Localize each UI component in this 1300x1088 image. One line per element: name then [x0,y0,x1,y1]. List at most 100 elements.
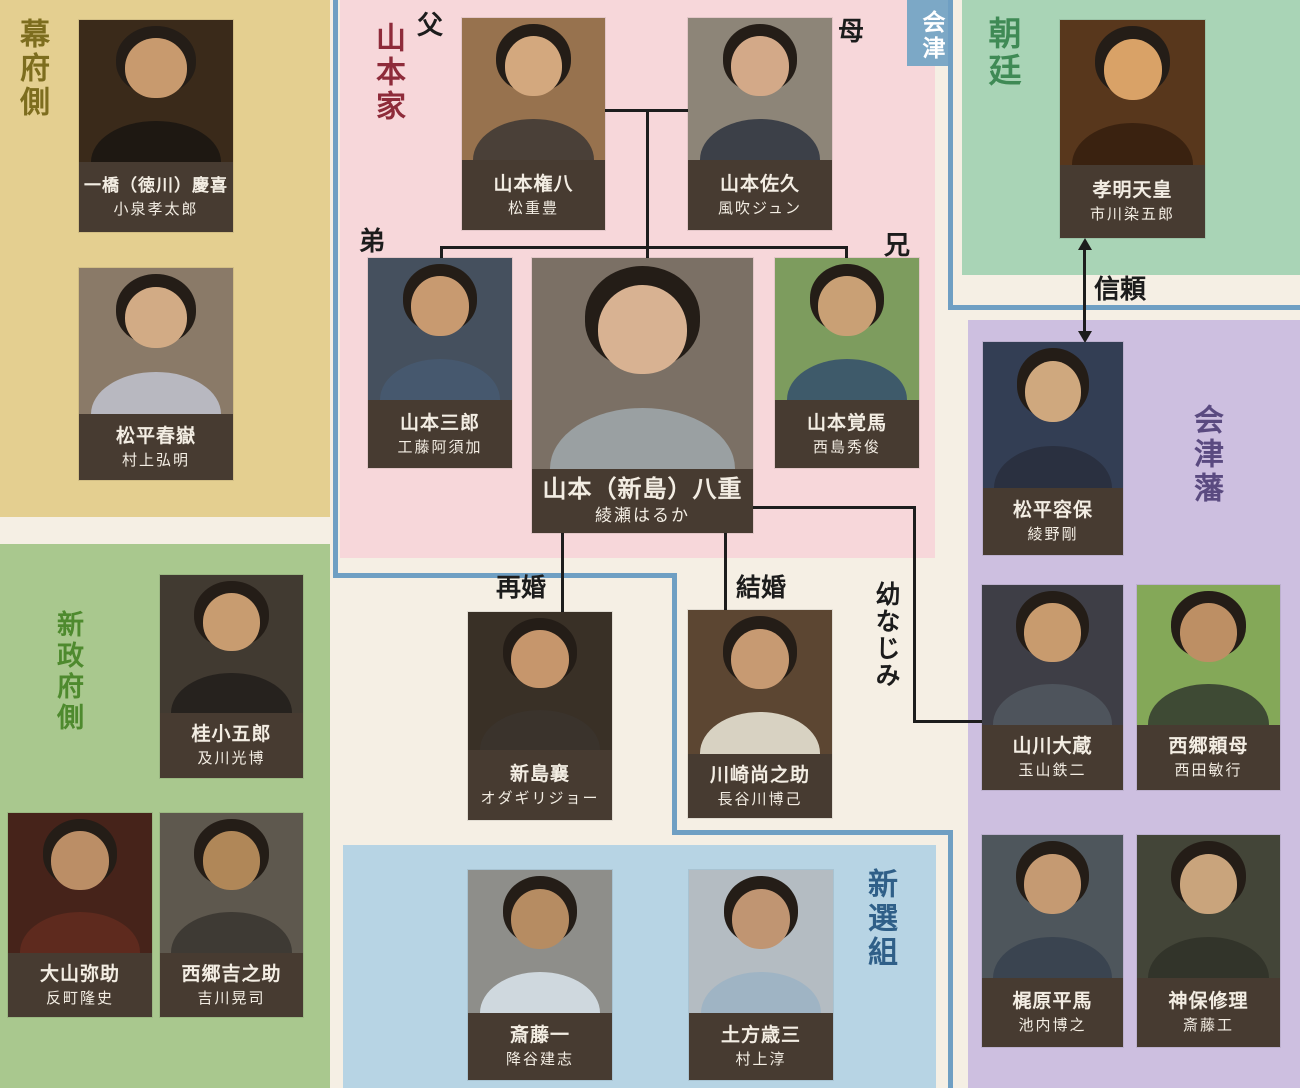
actor-name: 及川光博 [197,749,266,768]
character-card-kajiwara: 梶原平馬 池内博之 [982,835,1123,1047]
portrait-photo [775,258,919,400]
marriage-connector-line [724,533,727,611]
portrait-photo [689,870,833,1013]
name-plate: 山本権八 松重豊 [462,160,605,230]
group-block-shinsengumi: 新選組 [343,845,936,1088]
name-plate: 新島襄 オダギリジョー [468,750,612,820]
character-card-yae: 山本（新島）八重 綾瀬はるか [532,258,753,533]
name-plate: 山本覚馬 西島秀俊 [775,400,919,468]
character-name: 梶原平馬 [1012,990,1093,1013]
character-name: 大山弥助 [39,962,120,985]
trust-arrowhead-down-icon [1078,331,1092,343]
character-card-saito: 斎藤一 降谷建志 [468,870,612,1080]
name-plate: 松平容保 綾野剛 [983,488,1123,555]
character-name: 山本三郎 [399,411,480,434]
actor-name: 長谷川博己 [717,789,803,808]
name-plate: 山本三郎 工藤阿須加 [368,400,512,468]
portrait-photo [462,18,605,160]
character-card-jinbo: 神保修理 斎藤工 [1137,835,1280,1047]
name-plate: 神保修理 斎藤工 [1137,978,1280,1047]
portrait-photo [8,813,152,953]
character-name: 山本覚馬 [806,411,887,434]
actor-name: 西島秀俊 [812,437,881,456]
name-plate: 山本（新島）八重 綾瀬はるか [532,469,753,533]
childhood-friend-connector-line [913,720,983,723]
character-name: 松平春嶽 [115,424,196,447]
aizu-boundary-line [948,305,1300,310]
name-plate: 西郷吉之助 吉川晃司 [160,953,303,1017]
relation-label-father: 父 [417,11,444,41]
actor-name: 綾野剛 [1027,525,1079,544]
actor-name: 吉川晃司 [197,988,266,1007]
character-name: 新島襄 [509,762,570,785]
portrait-photo [1137,585,1280,725]
aizu-boundary-line [333,573,677,578]
name-plate: 山本佐久 風吹ジュン [688,160,832,230]
character-card-katamori: 松平容保 綾野剛 [983,342,1123,555]
name-plate: 山川大蔵 玉山鉄二 [982,725,1123,790]
character-card-niijima: 新島襄 オダギリジョー [468,612,612,820]
saburo-connector-line [440,246,443,260]
character-card-saburo: 山本三郎 工藤阿須加 [368,258,512,468]
name-plate: 松平春嶽 村上弘明 [79,414,233,480]
character-name: 松平容保 [1012,499,1093,522]
actor-name: 松重豊 [507,198,559,217]
aizu-boundary-line [948,830,953,1088]
portrait-photo [368,258,512,400]
childhood-friend-connector-line [913,506,916,723]
character-card-yamakawa: 山川大蔵 玉山鉄二 [982,585,1123,790]
character-name: 神保修理 [1168,990,1249,1013]
character-card-saigo: 西郷吉之助 吉川晃司 [160,813,303,1017]
character-name: 桂小五郎 [191,723,272,746]
group-label-imperial-court: 朝廷 [983,16,1022,90]
character-card-kakuma: 山本覚馬 西島秀俊 [775,258,919,468]
name-plate: 斎藤一 降谷建志 [468,1013,612,1080]
aizu-region-tag: 会津 [907,0,948,66]
portrait-photo [79,20,233,162]
actor-name: 池内博之 [1018,1016,1087,1035]
relation-label-trust: 信頼 [1094,275,1147,305]
aizu-boundary-line [948,0,953,310]
character-card-tanomo: 西郷頼母 西田敏行 [1137,585,1280,790]
portrait-photo [983,342,1123,488]
portrait-photo [982,585,1123,725]
trust-arrowhead-up-icon [1078,238,1092,250]
character-name: 孝明天皇 [1092,179,1173,202]
siblings-connector-line [440,246,848,249]
character-card-saku: 山本佐久 風吹ジュン [688,18,832,230]
kakuma-connector-line [845,246,848,260]
actor-name: オダギリジョー [480,788,600,807]
character-name: 山本佐久 [719,172,800,195]
childhood-friend-connector-line [753,506,916,509]
group-label-new-government: 新政府側 [52,610,83,734]
portrait-photo [982,835,1123,978]
portrait-photo [468,870,612,1013]
actor-name: 小泉孝太郎 [113,199,199,218]
actor-name: 斎藤工 [1182,1016,1234,1035]
character-name: 土方歳三 [720,1024,801,1047]
character-card-yoshinobu: 一橋（徳川）慶喜 小泉孝太郎 [79,20,233,232]
actor-name: 綾瀬はるか [595,506,690,527]
portrait-photo [79,268,233,414]
relation-label-younger-brother: 弟 [359,227,386,257]
relation-label-mother: 母 [838,17,865,47]
group-label-shinsengumi: 新選組 [862,868,897,970]
aizu-boundary-line [333,0,338,578]
parents-to-children-line [646,109,649,258]
actor-name: 西田敏行 [1174,761,1243,780]
portrait-photo [160,813,303,953]
portrait-photo [468,612,612,750]
portrait-photo [532,258,753,469]
character-name: 西郷吉之助 [181,962,282,985]
portrait-photo [688,610,832,754]
character-card-gonpachi: 山本権八 松重豊 [462,18,605,230]
character-card-hijikata: 土方歳三 村上淳 [689,870,833,1080]
character-card-kawasaki: 川崎尚之助 長谷川博己 [688,610,832,818]
actor-name: 村上淳 [735,1050,787,1069]
aizu-boundary-line [672,830,953,835]
relation-label-older-brother: 兄 [884,231,911,261]
name-plate: 西郷頼母 西田敏行 [1137,725,1280,790]
aizu-boundary-line [672,573,677,835]
name-plate: 孝明天皇 市川染五郎 [1060,165,1205,238]
actor-name: 市川染五郎 [1089,205,1175,224]
